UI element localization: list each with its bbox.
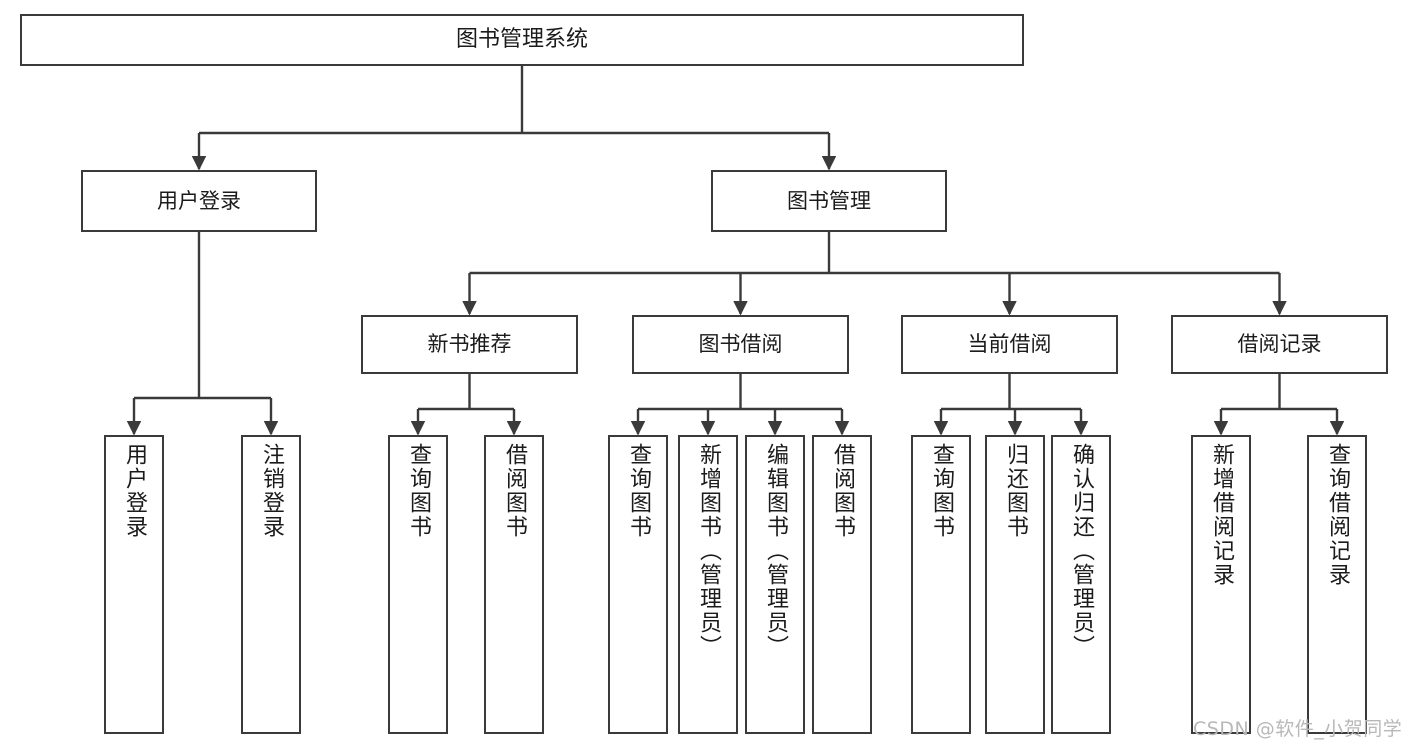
node-leaf-query-book-bor[interactable]: 查询图书: [608, 435, 668, 734]
node-label: 查询借阅记录: [1325, 443, 1350, 587]
node-label: 新增借阅记录: [1209, 443, 1234, 587]
node-leaf-user-logout[interactable]: 注销登录: [241, 435, 301, 734]
node-leaf-query-book-cur[interactable]: 查询图书: [911, 435, 971, 734]
node-label: 新增图书（管理员）: [696, 443, 721, 659]
node-new-book-recommend[interactable]: 新书推荐: [361, 315, 578, 374]
node-book-manage[interactable]: 图书管理: [711, 170, 947, 232]
node-leaf-add-book[interactable]: 新增图书（管理员）: [678, 435, 738, 734]
node-label: 用户登录: [122, 443, 147, 539]
node-label: 确认归还（管理员）: [1069, 443, 1094, 659]
csdn-watermark: CSDN @软件_小贺同学: [1193, 718, 1403, 740]
node-user-login[interactable]: 用户登录: [81, 170, 317, 232]
node-leaf-user-login[interactable]: 用户登录: [104, 435, 164, 734]
node-label: 查询图书: [929, 443, 954, 539]
node-label: 查询图书: [626, 443, 651, 539]
node-root[interactable]: 图书管理系统: [20, 14, 1024, 66]
node-label: 图书管理: [787, 188, 871, 213]
node-label: 新书推荐: [427, 332, 512, 357]
node-leaf-edit-book[interactable]: 编辑图书（管理员）: [745, 435, 805, 734]
node-borrow-record[interactable]: 借阅记录: [1171, 315, 1388, 374]
node-leaf-add-record[interactable]: 新增借阅记录: [1191, 435, 1251, 734]
node-label: 借阅图书: [830, 443, 855, 539]
node-label: 当前借阅: [967, 332, 1052, 357]
node-current-borrow[interactable]: 当前借阅: [901, 315, 1118, 374]
node-label: 编辑图书（管理员）: [763, 443, 788, 659]
node-leaf-query-book-rec[interactable]: 查询图书: [388, 435, 448, 734]
node-label: 用户登录: [157, 188, 241, 213]
node-leaf-query-record[interactable]: 查询借阅记录: [1307, 435, 1367, 734]
node-label: 归还图书: [1003, 443, 1028, 539]
node-leaf-borrow-book-bor[interactable]: 借阅图书: [812, 435, 872, 734]
node-label: 图书借阅: [698, 332, 783, 357]
node-leaf-return-book[interactable]: 归还图书: [985, 435, 1045, 734]
node-label: 图书管理系统: [455, 27, 588, 53]
node-label: 注销登录: [259, 443, 284, 539]
node-label: 查询图书: [406, 443, 431, 539]
node-label: 借阅图书: [502, 443, 527, 539]
node-leaf-confirm-return[interactable]: 确认归还（管理员）: [1051, 435, 1111, 734]
node-label: 借阅记录: [1237, 332, 1322, 357]
node-leaf-borrow-book-rec[interactable]: 借阅图书: [484, 435, 544, 734]
node-book-borrow[interactable]: 图书借阅: [632, 315, 849, 374]
